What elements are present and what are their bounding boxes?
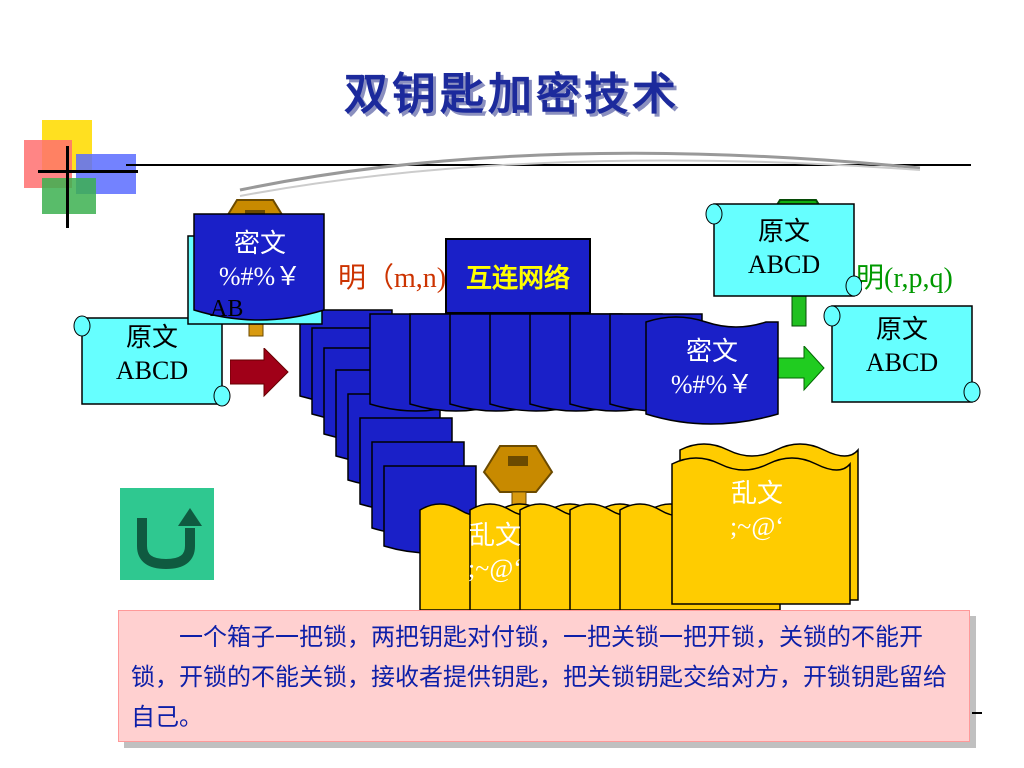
bottom-dash [972, 712, 982, 714]
garbled-right-line1: 乱文 [730, 479, 783, 508]
right-plain-line1: 原文 [875, 315, 928, 344]
garbled-right-text: 乱文 ;~@‘ [692, 478, 822, 543]
public-key-label: 明（m,n) [338, 263, 447, 294]
left-cipher-peek: AB [210, 296, 244, 322]
curved-arrow [239, 151, 921, 197]
back-button[interactable] [120, 488, 214, 580]
right-plain-line2: ABCD [865, 347, 939, 377]
green-arrow-icon [776, 346, 825, 392]
description-note: 一个箱子一把锁，两把钥匙对付锁，一把关锁一把开锁，关锁的不能开锁，开锁的不能关锁… [118, 610, 970, 742]
garbled-left-line1: 乱文 [468, 521, 521, 550]
right-plain-scroll: 原文 ABCD [820, 300, 982, 408]
cipher-scroll-stack [299, 309, 703, 554]
garbled-right-line2: ;~@‘ [730, 511, 784, 541]
left-cipher-line2: %#%￥ [218, 261, 302, 291]
right-plain-top-line1: 原文 [757, 217, 810, 246]
garbled-left-line2: ;~@‘ [468, 553, 522, 583]
private-key-label: 明(r,p,q) [856, 263, 953, 294]
page-title: 双钥匙加密技术 [344, 69, 680, 120]
right-plain-top-line2: ABCD [747, 249, 821, 279]
mid-cipher-line1: 密文 [685, 337, 738, 366]
right-plain-top-scroll: 原文 ABCD [702, 198, 862, 302]
mid-cipher-line2: %#%￥ [670, 369, 754, 399]
title-divider [126, 164, 971, 166]
garbled-left-text: 乱文 ;~@‘ [430, 520, 560, 585]
garbled-scroll-stack [419, 443, 859, 611]
left-cipher-line1: 密文 [233, 229, 286, 258]
left-plain-scroll: 原文 ABCD [70, 312, 232, 407]
mid-cipher-scroll: 密文 %#%￥ [642, 316, 782, 428]
corner-logo [24, 118, 139, 228]
left-cipher-scroll: 密文 %#%￥ AB [176, 208, 336, 326]
left-plain-line1: 原文 [125, 323, 178, 352]
left-plain-line2: ABCD [115, 355, 189, 385]
internet-box: 互连网络 [445, 238, 591, 314]
red-arrow-icon [230, 348, 289, 398]
u-turn-icon [137, 508, 202, 570]
